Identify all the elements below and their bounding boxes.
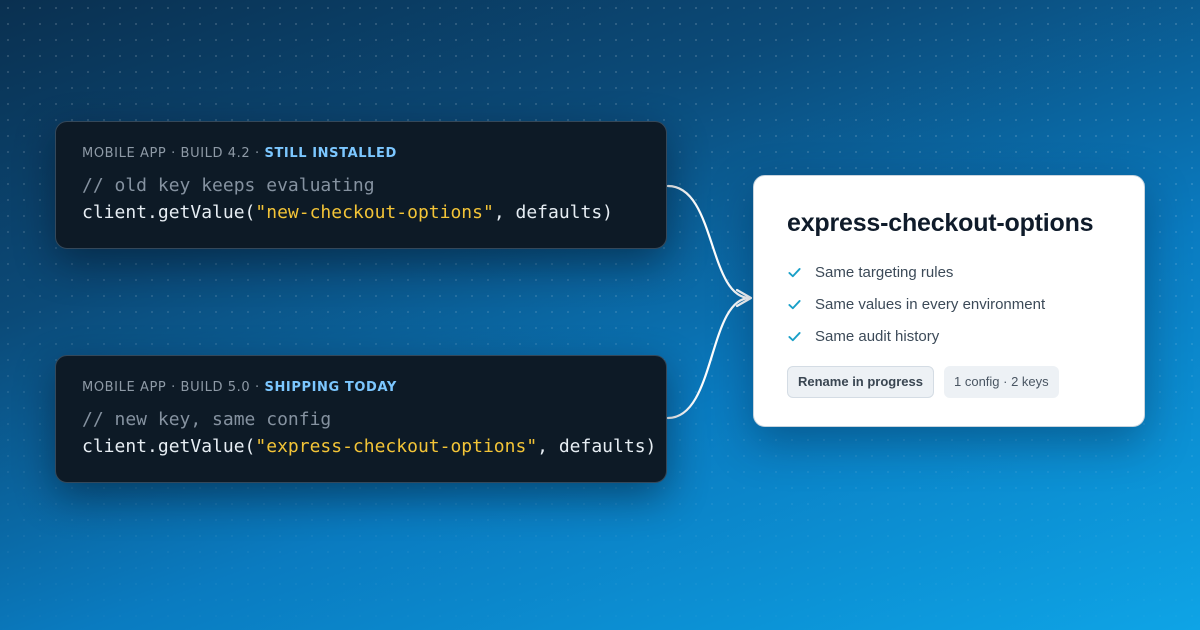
old-build-call-suffix: , defaults) [493,202,614,223]
config-pills: Rename in progress 1 config · 2 keys [787,366,1111,398]
status-badge: Rename in progress [787,366,934,398]
check-icon [788,267,801,277]
check-icon [788,299,801,309]
new-build-call-suffix: , defaults) [537,436,657,457]
old-build-comment: // old key keeps evaluating [82,175,375,196]
old-build-call-prefix: client.getValue( [82,202,256,223]
check-item: Same audit history [787,320,1111,352]
config-title: express-checkout-options [787,209,1094,237]
new-build-code-line: client.getValue("express-checkout-option… [82,433,656,460]
check-item-label: Same audit history [815,327,940,345]
check-list: Same targeting rules Same values in ever… [787,256,1111,352]
old-build-label-prefix: MOBILE APP · BUILD 4.2 · [82,146,265,161]
arrow-head-icon [735,288,753,308]
connector-from-new-key [666,296,752,420]
check-icon [788,331,801,341]
check-item: Same targeting rules [787,256,1111,288]
new-key-string: "express-checkout-options" [255,436,538,457]
check-item: Same values in every environment [787,288,1111,320]
new-build-comment: // new key, same config [82,409,332,430]
new-build-label: MOBILE APP · BUILD 5.0 · SHIPPING TODAY [82,380,640,396]
new-build-code-card: MOBILE APP · BUILD 5.0 · SHIPPING TODAY … [55,355,667,483]
config-card: express-checkout-options Same targeting … [753,175,1145,427]
old-key-string: "new-checkout-options" [255,202,494,223]
old-build-code-card: MOBILE APP · BUILD 4.2 · STILL INSTALLED… [55,121,667,249]
old-build-status: STILL INSTALLED [264,146,397,161]
connector-from-old-key [666,184,752,300]
new-build-label-prefix: MOBILE APP · BUILD 5.0 · [82,380,265,395]
old-build-label: MOBILE APP · BUILD 4.2 · STILL INSTALLED [82,146,640,162]
new-build-call-prefix: client.getValue( [82,436,256,457]
new-build-status: SHIPPING TODAY [264,380,397,395]
check-item-label: Same targeting rules [815,263,954,281]
count-badge: 1 config · 2 keys [944,366,1059,398]
old-build-code-line: client.getValue("new-checkout-options", … [82,199,640,226]
check-item-label: Same values in every environment [815,295,1046,313]
